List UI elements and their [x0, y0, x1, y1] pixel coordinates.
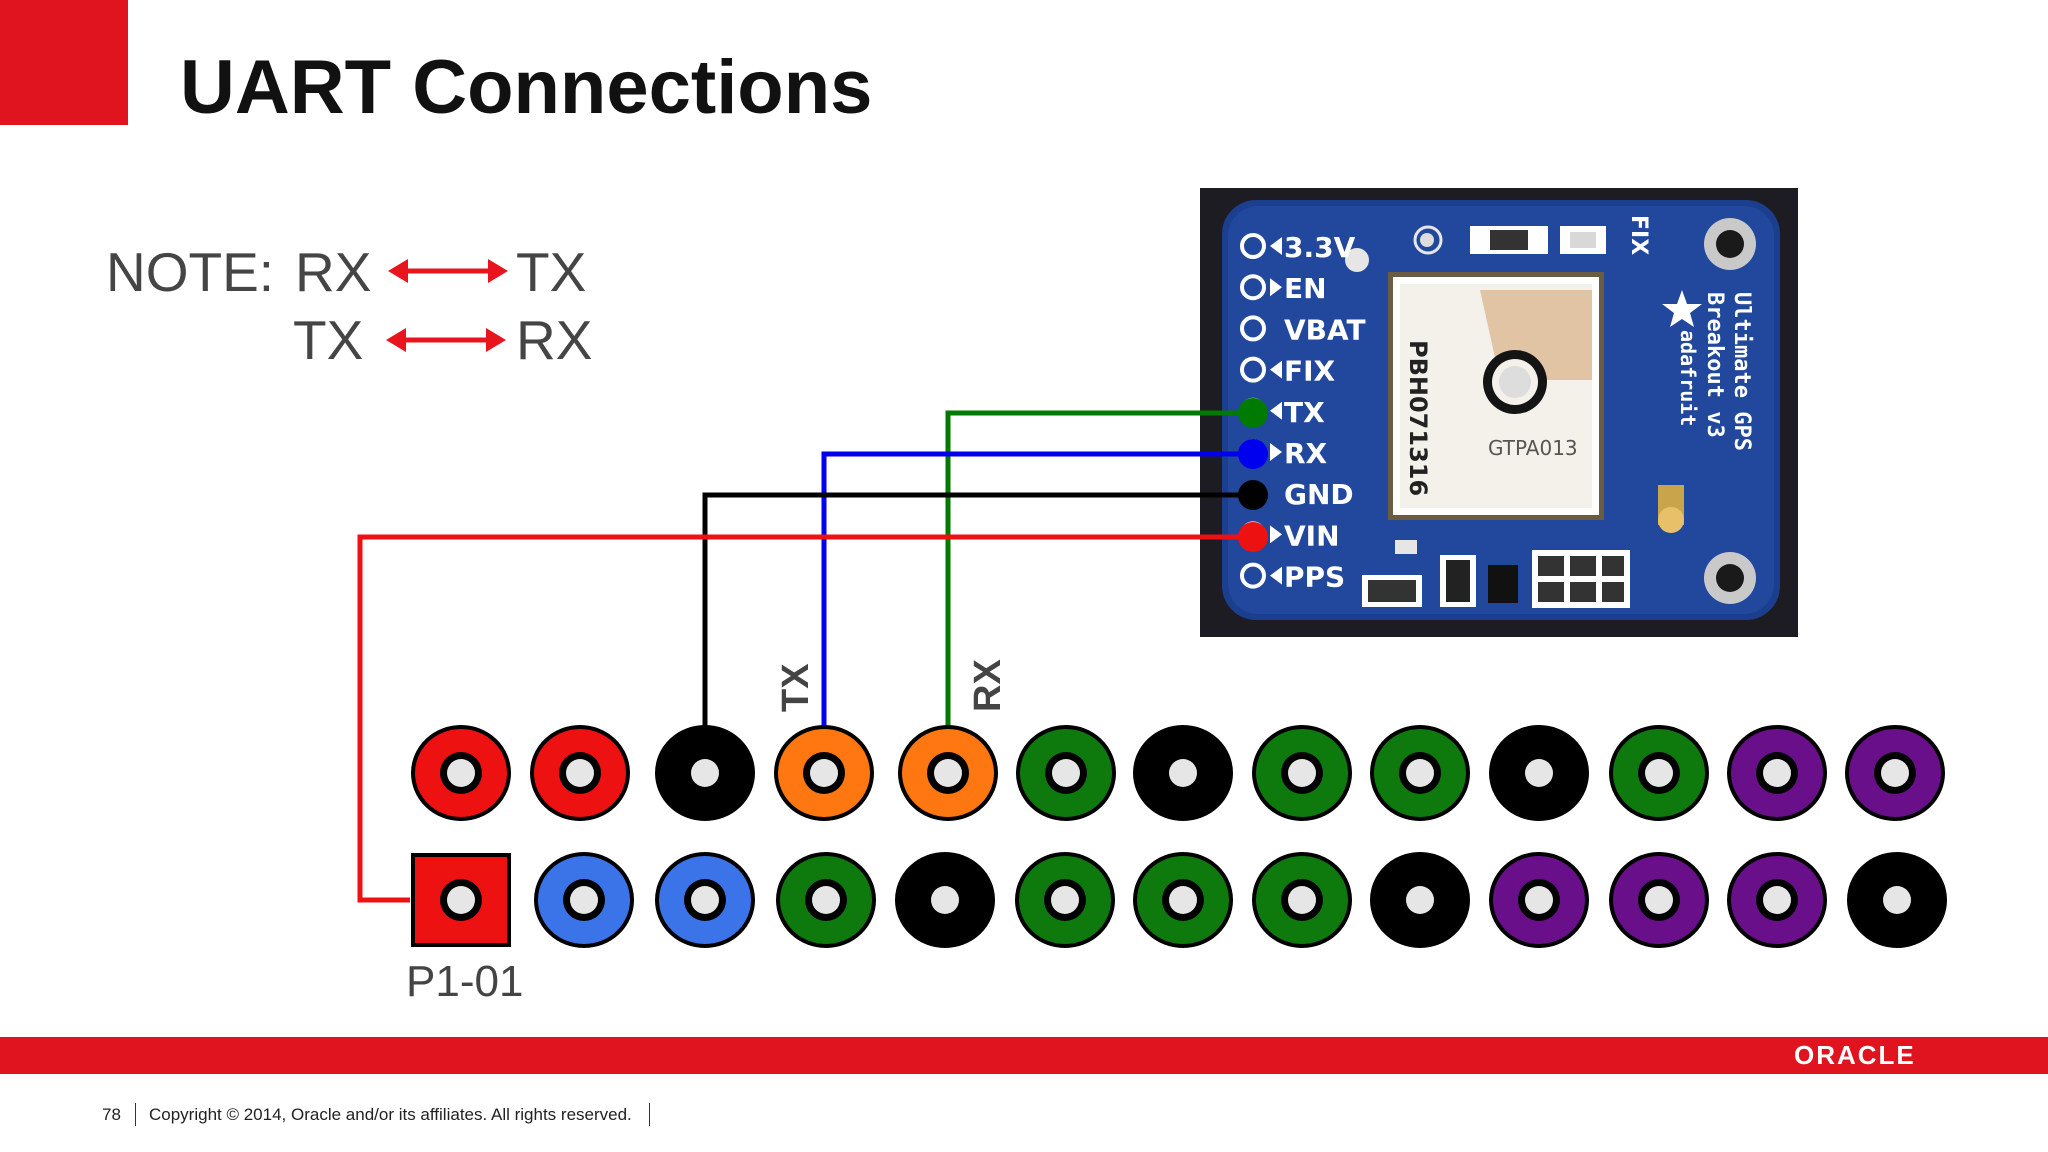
copyright-text: Copyright © 2014, Oracle and/or its affi… [149, 1105, 632, 1124]
mounting-hole-icon [1704, 552, 1756, 604]
header-pin-bottom-8 [1252, 852, 1352, 948]
header-tx-label: TX [775, 663, 817, 712]
page-number: 78 [102, 1105, 121, 1124]
board-name-line-2: Breakout v3 [1702, 292, 1727, 438]
header-pin-top-7 [1133, 725, 1233, 821]
header-pin-bottom-3 [655, 852, 755, 948]
wire-tx-green [945, 410, 1253, 734]
board-pin-vbat: VBAT [1240, 313, 1366, 346]
oracle-logo: ORACLE [1794, 1040, 1916, 1070]
board-pin-pps: PPS [1240, 561, 1345, 594]
header-pin-bottom-2 [534, 852, 634, 948]
board-pin-label: VBAT [1284, 313, 1366, 346]
note-line2-right: RX [516, 309, 593, 371]
header-pin-top-10 [1489, 725, 1589, 821]
header-rx-label: RX [967, 659, 1009, 712]
header-pin-top-5 [898, 725, 998, 821]
star-logo-icon [1662, 290, 1702, 327]
board-pin-label: 3.3V [1284, 231, 1356, 264]
footer-divider [649, 1103, 650, 1126]
header-pin-top-2 [530, 725, 630, 821]
header-pin-bottom-1 [411, 853, 511, 947]
header-pin-top-6 [1016, 725, 1116, 821]
board-pin-en: EN [1240, 272, 1327, 305]
wire-vin-red [357, 534, 1253, 903]
mounting-hole-icon [1704, 218, 1756, 270]
corner-accent [0, 0, 128, 125]
header-pin-top-1 [411, 725, 511, 821]
header-pin-top-4 [774, 725, 874, 821]
vin-connection-dot [1238, 522, 1268, 552]
board-name-line-3: adafruit [1676, 330, 1700, 426]
footer-divider [135, 1103, 136, 1126]
smd-components [1345, 225, 1684, 608]
header-pin-top-13 [1845, 725, 1945, 821]
header-pin-top-9 [1370, 725, 1470, 821]
header-pin-bottom-10 [1489, 852, 1589, 948]
pin1-label: P1-01 [406, 957, 523, 1006]
slide-title: UART Connections [180, 45, 873, 130]
note-line1-right: TX [516, 241, 587, 303]
note-arrow-1 [388, 259, 508, 283]
board-pin-label: TX [1284, 396, 1325, 429]
header-pin-bottom-12 [1727, 852, 1827, 948]
header-pin-bottom-4 [776, 852, 876, 948]
note-line2-left: TX [293, 309, 364, 371]
rx-connection-dot [1238, 439, 1268, 469]
header-pin-top-3 [655, 725, 755, 821]
header-pin-bottom-5 [895, 852, 995, 948]
header-pin-bottom-11 [1609, 852, 1709, 948]
fix-led-label: FIX [1626, 215, 1651, 255]
board-pin-label: RX [1284, 437, 1328, 470]
note-prefix: NOTE: [106, 241, 275, 303]
header-pin-top-11 [1609, 725, 1709, 821]
wire-rx-blue [821, 451, 1253, 734]
board-pin-label: PPS [1284, 561, 1345, 594]
header-pin-bottom-7 [1133, 852, 1233, 948]
header-pin-bottom-9 [1370, 852, 1470, 948]
gps-breakout-board: PBH071316 GTPA013 Ultimate GPS Breakout … [1200, 188, 1798, 637]
board-pin-label: GND [1284, 478, 1354, 511]
board-pin-label: EN [1284, 272, 1327, 305]
header-pin-bottom-13 [1847, 852, 1947, 948]
tx-connection-dot [1238, 398, 1268, 428]
header-pin-top-12 [1727, 725, 1827, 821]
board-pin-label: VIN [1284, 519, 1340, 552]
chip-label: GTPA013 [1488, 436, 1578, 460]
header-pin-top-8 [1252, 725, 1352, 821]
board-name-line-1: Ultimate GPS [1729, 292, 1754, 451]
module-label: PBH071316 [1404, 340, 1432, 496]
wire-gnd-black [702, 492, 1253, 734]
gnd-connection-dot [1238, 480, 1268, 510]
note-arrow-2 [386, 328, 506, 352]
header-pin-bottom-6 [1015, 852, 1115, 948]
board-pin-33v: 3.3V [1240, 231, 1356, 264]
board-pin-label: FIX [1284, 355, 1336, 388]
board-pin-fix: FIX [1240, 355, 1336, 388]
footer-bar [0, 1037, 2048, 1074]
note-line1-left: RX [295, 241, 372, 303]
